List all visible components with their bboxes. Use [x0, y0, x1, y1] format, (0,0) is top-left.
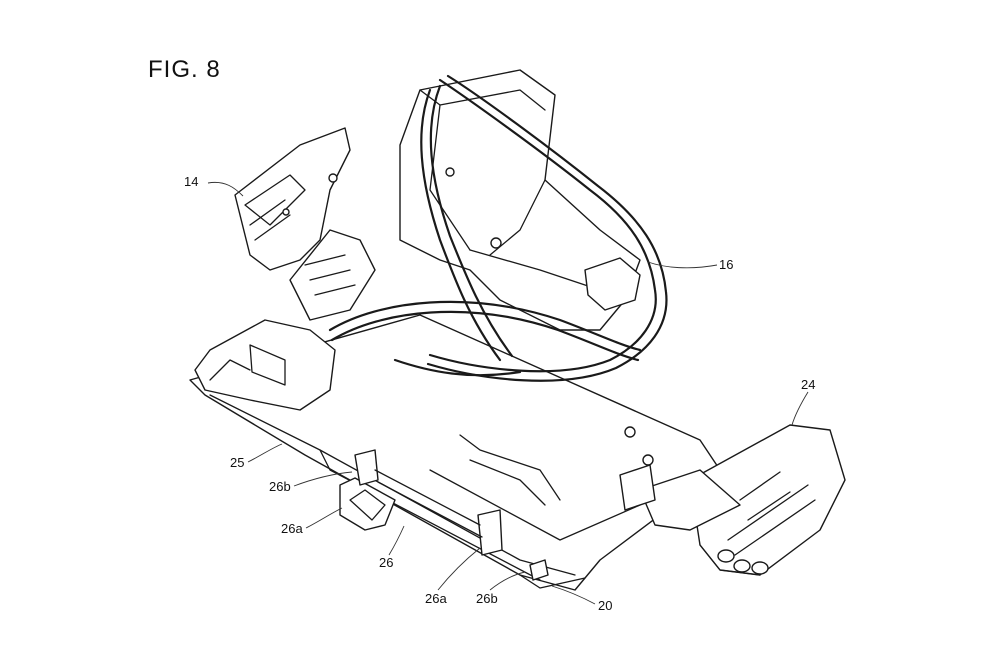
front-housing [194, 319, 336, 411]
ref-label-24: 24 [801, 377, 816, 392]
ref-label-25: 25 [230, 455, 245, 470]
ref-label-14: 14 [184, 174, 199, 189]
ref-label-26b-left: 26b [269, 479, 291, 494]
pedal-assembly [234, 127, 376, 321]
ref-label-26: 26 [379, 555, 394, 570]
ref-label-26b-bottom: 26b [476, 591, 498, 606]
ref-label-16: 16 [719, 257, 734, 272]
ref-label-26a-left: 26a [281, 521, 303, 536]
ref-label-26a-bottom: 26a [425, 591, 447, 606]
tube-frame [328, 74, 668, 382]
ref-label-20: 20 [598, 598, 613, 613]
reference-leaders [207, 181, 809, 605]
side-rails [339, 426, 656, 581]
track-unit [639, 424, 846, 576]
figure-title: FIG. 8 [148, 56, 221, 83]
